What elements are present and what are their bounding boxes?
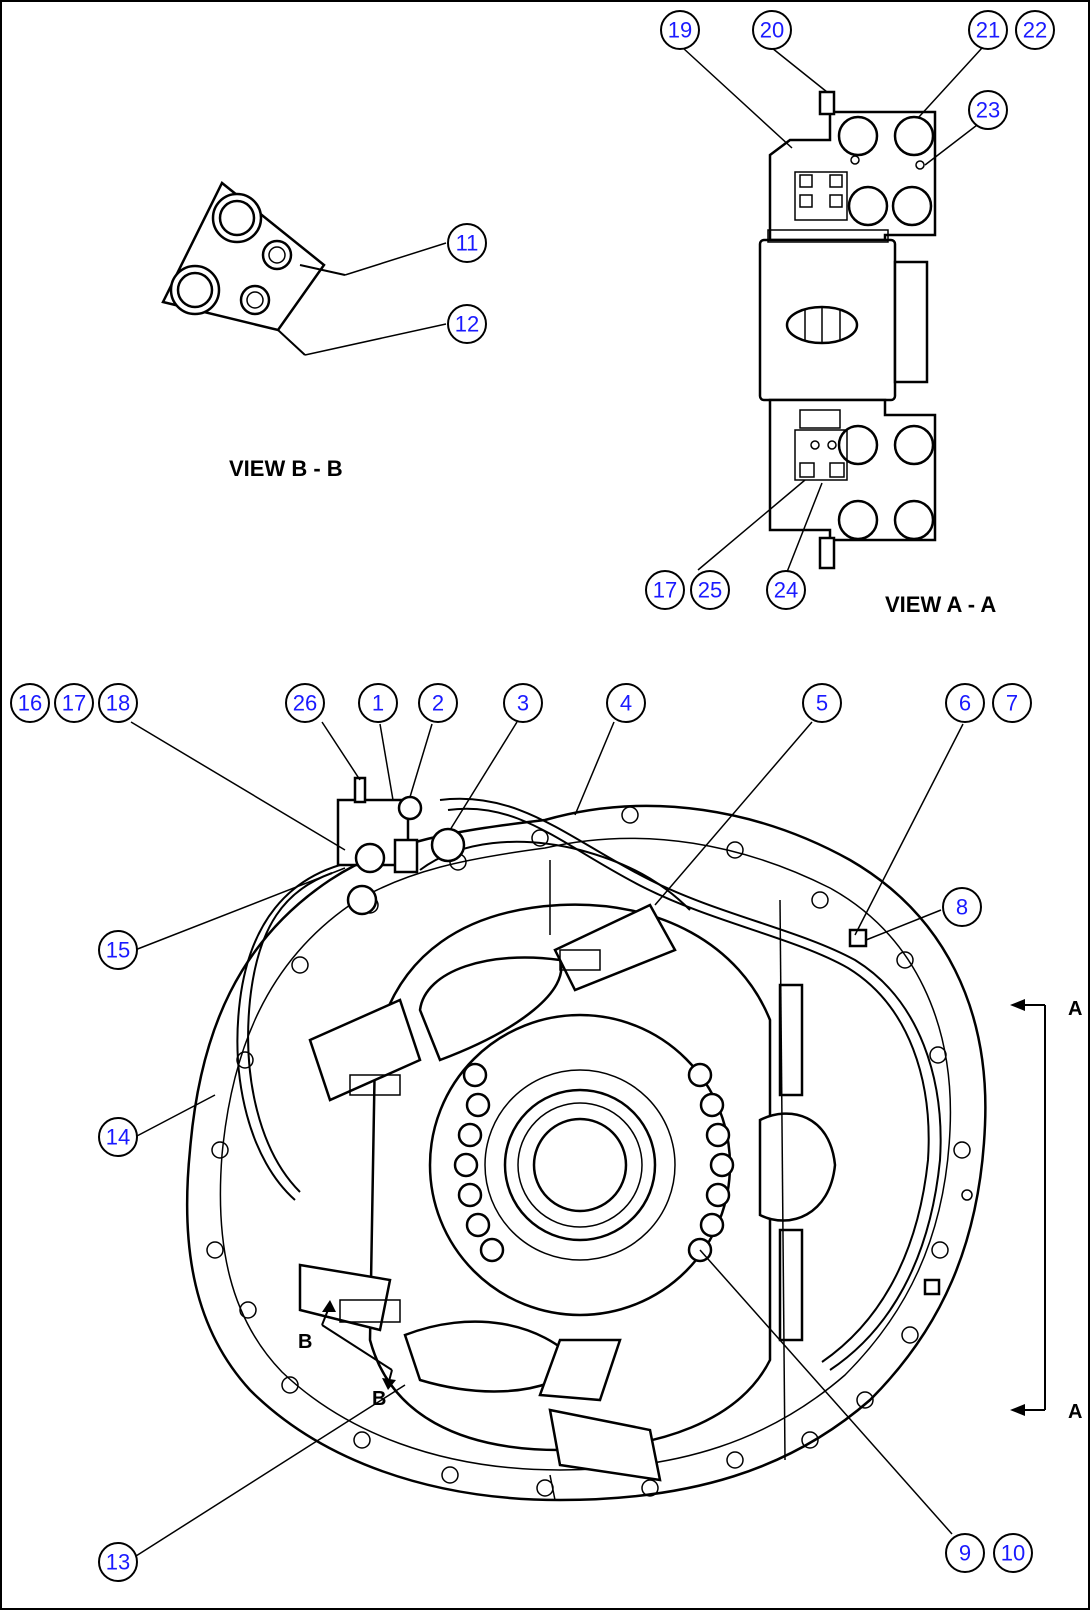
callout-6-label: 6 xyxy=(959,691,971,716)
callout-10: 10 xyxy=(993,1533,1033,1573)
callout-14: 14 xyxy=(98,1117,138,1157)
callout-19: 19 xyxy=(660,10,700,50)
callout-22-label: 22 xyxy=(1023,18,1047,43)
callout-11-label: 11 xyxy=(456,231,479,256)
callout-16-label: 16 xyxy=(18,691,42,716)
callout-8: 8 xyxy=(942,887,982,927)
view-a-label: VIEW A - A xyxy=(885,592,996,617)
callout-2: 2 xyxy=(418,683,458,723)
callout-26: 26 xyxy=(285,683,325,723)
section-a-bottom-letter: A xyxy=(1068,1401,1082,1423)
callout-25: 25 xyxy=(690,570,730,610)
main-leader-lines xyxy=(130,721,964,1557)
callout-9: 9 xyxy=(945,1533,985,1573)
callout-5: 5 xyxy=(802,683,842,723)
callout-19-label: 19 xyxy=(668,18,692,43)
callout-2-label: 2 xyxy=(432,691,444,716)
view-b-label: VIEW B - B xyxy=(229,456,343,481)
callout-13: 13 xyxy=(98,1542,138,1582)
callout-15-label: 15 xyxy=(106,938,130,963)
callout-11: 11 xyxy=(447,223,487,263)
callout-24: 24 xyxy=(766,570,806,610)
callout-18: 18 xyxy=(98,683,138,723)
callout-24-label: 24 xyxy=(774,578,798,603)
callout-18-label: 18 xyxy=(106,691,130,716)
callout-8-label: 8 xyxy=(956,895,968,920)
callout-6: 6 xyxy=(945,683,985,723)
callout-12-label: 12 xyxy=(455,312,479,337)
callout-17-main-label: 17 xyxy=(62,691,86,716)
main-assembly-drawing xyxy=(185,776,987,1502)
hub-bolts xyxy=(453,1062,735,1263)
callout-17-view-a: 17 xyxy=(645,570,685,610)
callout-22: 22 xyxy=(1015,10,1055,50)
callout-10-label: 10 xyxy=(1001,1541,1025,1566)
callout-21-label: 21 xyxy=(976,18,1000,43)
callout-3: 3 xyxy=(503,683,543,723)
callout-13-label: 13 xyxy=(106,1550,130,1575)
callout-9-label: 9 xyxy=(959,1541,971,1566)
callout-17-main: 17 xyxy=(54,683,94,723)
callout-7-label: 7 xyxy=(1006,691,1018,716)
section-a-top-letter: A xyxy=(1068,998,1082,1020)
callout-4: 4 xyxy=(606,683,646,723)
callout-12: 12 xyxy=(447,304,487,344)
callout-1-label: 1 xyxy=(372,691,384,716)
callout-5-label: 5 xyxy=(816,691,828,716)
section-b-left-letter: B xyxy=(298,1331,312,1353)
view-b-drawing xyxy=(161,181,447,356)
callout-23: 23 xyxy=(968,90,1008,130)
view-a-drawing xyxy=(682,47,983,573)
callout-1: 1 xyxy=(358,683,398,723)
callout-14-label: 14 xyxy=(106,1125,130,1150)
callout-20-label: 20 xyxy=(760,18,784,43)
callout-16: 16 xyxy=(10,683,50,723)
callout-23-label: 23 xyxy=(976,98,1000,123)
callout-7: 7 xyxy=(992,683,1032,723)
callout-21: 21 xyxy=(968,10,1008,50)
callout-26-label: 26 xyxy=(293,691,317,716)
callout-25-label: 25 xyxy=(698,578,722,603)
section-a-marker xyxy=(1010,999,1046,1416)
callout-3-label: 3 xyxy=(517,691,529,716)
callout-15: 15 xyxy=(98,930,138,970)
callout-17-view-a-label: 17 xyxy=(653,578,677,603)
callout-20: 20 xyxy=(752,10,792,50)
section-b-marker xyxy=(321,1300,396,1390)
callout-4-label: 4 xyxy=(620,691,632,716)
